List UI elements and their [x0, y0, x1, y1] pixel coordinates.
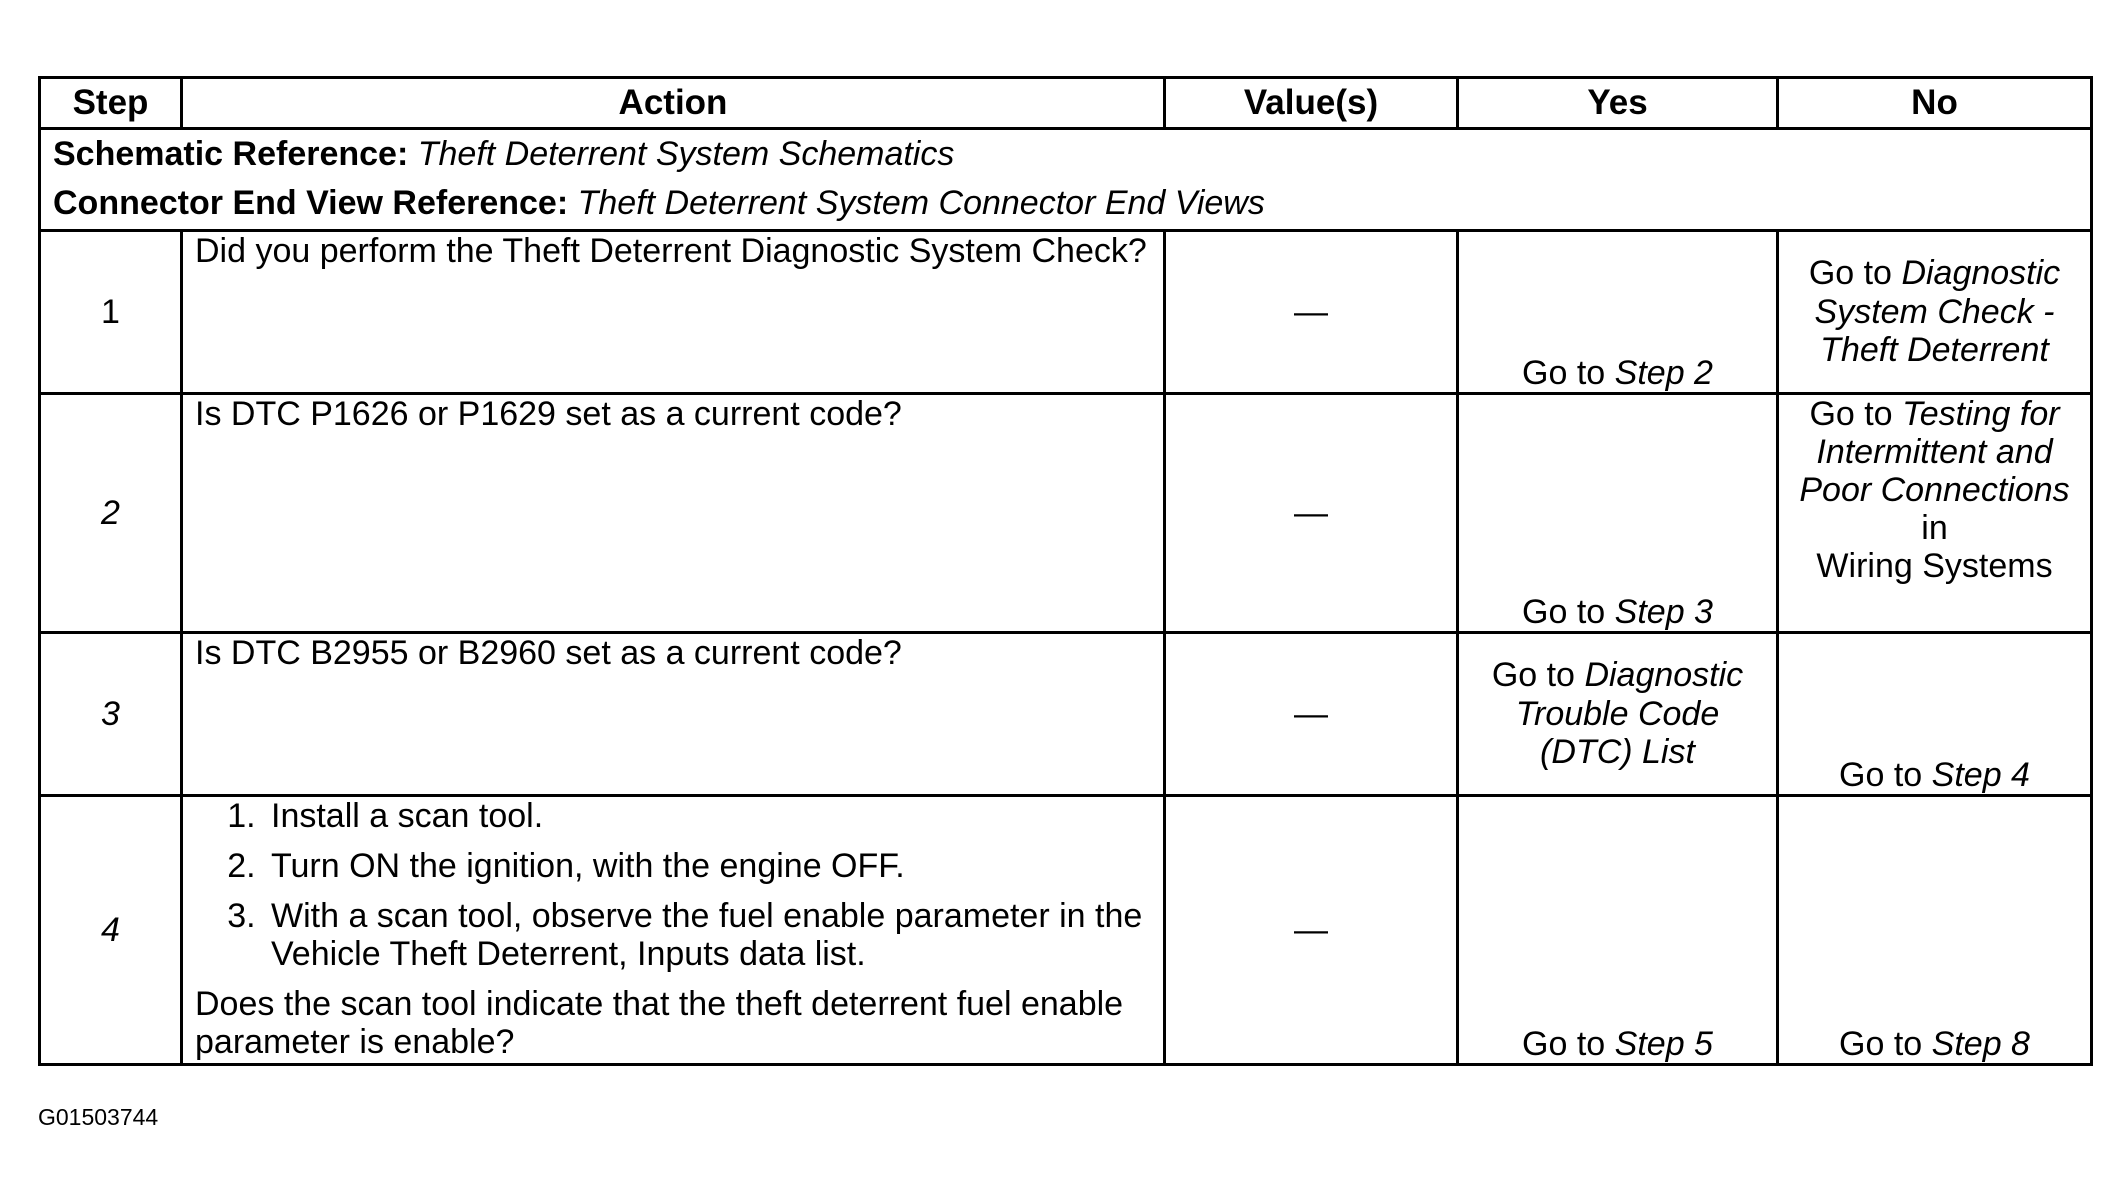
- action-text: Is DTC B2955 or B2960 set as a current c…: [180, 630, 1166, 797]
- step-number: 4: [38, 793, 183, 1066]
- action-step-item: Turn ON the ignition, with the engine OF…: [265, 847, 1151, 885]
- reference-row: Schematic Reference: Theft Deterrent Sys…: [38, 127, 2093, 232]
- connector-reference-label: Connector End View Reference:: [53, 184, 569, 223]
- step-number: 2: [38, 391, 183, 634]
- header-row: Step Action Value(s) Yes No: [38, 76, 2093, 130]
- diagnostic-table: Step Action Value(s) Yes No Schematic Re…: [38, 76, 2093, 1066]
- no-cell: Go to Step 8: [1776, 793, 2093, 1066]
- header-yes: Yes: [1456, 76, 1779, 130]
- value-cell: —: [1163, 391, 1459, 634]
- schematic-reference-link[interactable]: Theft Deterrent System Schematics: [417, 135, 955, 173]
- no-suffix: Wiring Systems: [1816, 546, 2053, 585]
- action-question: Does the scan tool indicate that the the…: [195, 984, 1124, 1061]
- action-text: Install a scan tool. Turn ON the ignitio…: [180, 793, 1166, 1066]
- header-values: Value(s): [1163, 76, 1459, 130]
- header-action: Action: [180, 76, 1166, 130]
- no-link[interactable]: Testing for Intermittent and Poor Connec…: [1799, 394, 2070, 509]
- yes-cell: Go to Step 3: [1456, 391, 1779, 634]
- no-link[interactable]: Diagnostic System Check - Theft Deterren…: [1814, 254, 2061, 369]
- yes-prefix: Go to: [1522, 1024, 1606, 1063]
- no-prefix: Go to: [1809, 394, 1893, 433]
- figure-id: G01503744: [38, 1104, 159, 1130]
- no-prefix: Go to: [1839, 1024, 1923, 1063]
- table-row: 2 Is DTC P1626 or P1629 set as a current…: [38, 391, 2093, 634]
- yes-cell: Go to Step 5: [1456, 793, 1779, 1066]
- table-row: 3 Is DTC B2955 or B2960 set as a current…: [38, 630, 2093, 797]
- yes-prefix: Go to: [1522, 353, 1606, 392]
- no-link[interactable]: Step 4: [1931, 755, 2030, 794]
- yes-cell: Go to Step 2: [1456, 228, 1779, 395]
- step-number: 1: [38, 228, 183, 395]
- schematic-reference: Schematic Reference: Theft Deterrent Sys…: [53, 130, 2078, 179]
- value-cell: —: [1163, 228, 1459, 395]
- value-cell: —: [1163, 630, 1459, 797]
- action-steps-list: Install a scan tool. Turn ON the ignitio…: [195, 797, 1151, 973]
- no-prefix: Go to: [1808, 254, 1892, 293]
- reference-cell: Schematic Reference: Theft Deterrent Sys…: [38, 127, 2093, 232]
- no-prefix: Go to: [1839, 755, 1923, 794]
- no-cell: Go to Testing for Intermittent and Poor …: [1776, 391, 2093, 634]
- step-number: 3: [38, 630, 183, 797]
- no-mid: in: [1921, 508, 1948, 547]
- yes-link[interactable]: Diagnostic Trouble Code (DTC) List: [1515, 656, 1744, 771]
- connector-reference-link[interactable]: Theft Deterrent System Connector End Vie…: [577, 184, 1265, 223]
- connector-reference: Connector End View Reference: Theft Dete…: [53, 179, 2078, 228]
- action-step-item: Install a scan tool.: [265, 797, 1151, 835]
- action-step-item: With a scan tool, observe the fuel enabl…: [265, 897, 1151, 973]
- no-cell: Go to Diagnostic System Check - Theft De…: [1776, 228, 2093, 395]
- yes-prefix: Go to: [1522, 592, 1606, 631]
- no-link[interactable]: Step 8: [1931, 1024, 2030, 1063]
- yes-prefix: Go to: [1491, 656, 1575, 695]
- table-row: 1 Did you perform the Theft Deterrent Di…: [38, 228, 2093, 395]
- yes-link[interactable]: Step 3: [1614, 592, 1713, 631]
- header-no: No: [1776, 76, 2093, 130]
- table-row: 4 Install a scan tool. Turn ON the ignit…: [38, 793, 2093, 1066]
- yes-link[interactable]: Step 5: [1614, 1024, 1713, 1063]
- no-cell: Go to Step 4: [1776, 630, 2093, 797]
- yes-link[interactable]: Step 2: [1614, 353, 1713, 392]
- header-step: Step: [38, 76, 183, 130]
- schematic-reference-label: Schematic Reference:: [53, 135, 409, 173]
- yes-cell: Go to Diagnostic Trouble Code (DTC) List: [1456, 630, 1779, 797]
- action-text: Is DTC P1626 or P1629 set as a current c…: [180, 391, 1166, 634]
- action-text: Did you perform the Theft Deterrent Diag…: [180, 228, 1166, 395]
- value-cell: —: [1163, 793, 1459, 1066]
